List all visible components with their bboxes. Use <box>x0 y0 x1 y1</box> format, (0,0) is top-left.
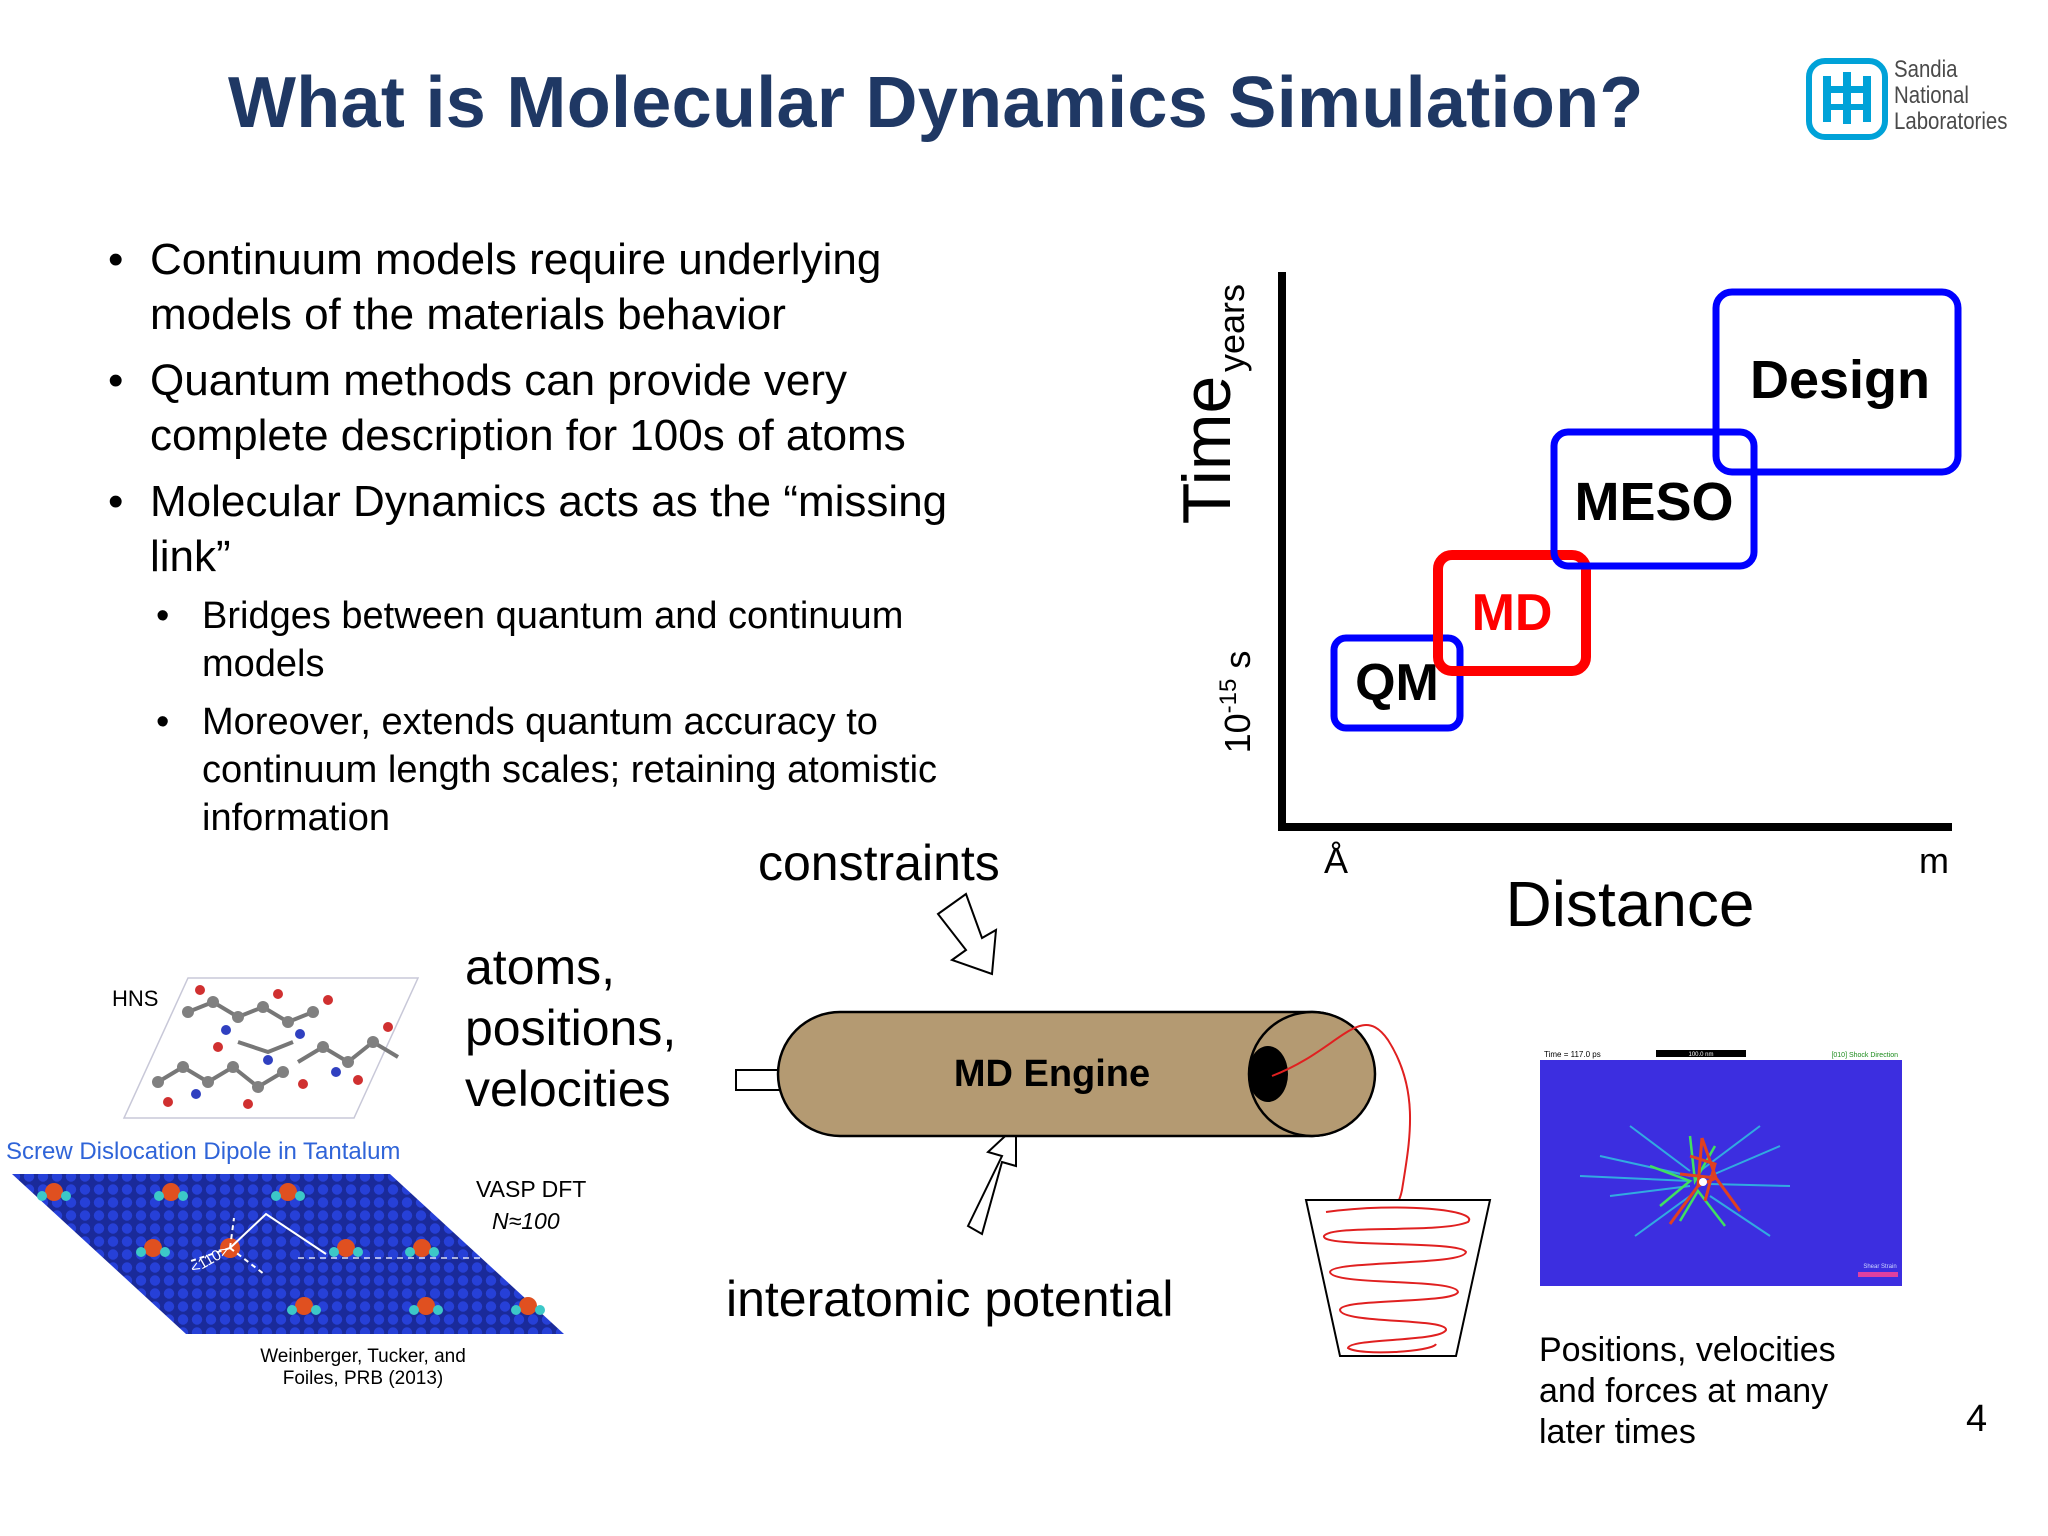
meso-label: MESO <box>1574 472 1733 532</box>
output-caption-line-3: later times <box>1539 1413 1696 1451</box>
sim-time-label: Time = 117.0 ps <box>1544 1050 1601 1059</box>
vasp-label: VASP DFT <box>476 1176 587 1202</box>
bullet-text: Quantum methods can provide very complet… <box>150 356 906 460</box>
y-bottom-unit: s <box>1217 651 1258 679</box>
sim-shock-label: [010] Shock Direction <box>1831 1052 1898 1059</box>
x-axis-label: Distance <box>1506 868 1755 940</box>
sub-bullet-text: Bridges between quantum and continuum mo… <box>202 595 904 685</box>
design-label: Design <box>1750 350 1930 410</box>
constraints-arrow-icon <box>936 892 998 976</box>
constraints-label: constraints <box>758 835 1000 891</box>
x-right-label: m <box>1919 840 1949 881</box>
citation-line-1: Weinberger, Tucker, and <box>260 1346 466 1367</box>
potential-arrow-icon <box>966 1123 1017 1236</box>
inputs-line-3: velocities <box>465 1061 671 1117</box>
bullet-item: Continuum models require underlying mode… <box>106 232 1006 342</box>
sim-strain-label: Shear Strain <box>1863 1264 1896 1270</box>
sub-bullet-item: Moreover, extends quantum accuracy to co… <box>150 698 1006 842</box>
qm-label: QM <box>1355 654 1439 712</box>
bullet-item: Molecular Dynamics acts as the “missing … <box>106 474 1006 842</box>
slide-title: What is Molecular Dynamics Simulation? <box>228 63 1644 143</box>
md-engine-diagram: MD Engine <box>735 892 1492 1357</box>
sub-bullet-item: Bridges between quantum and continuum mo… <box>150 592 1006 688</box>
scale-bar <box>1656 1050 1746 1057</box>
logo-line-3: Laboratories <box>1894 108 2008 135</box>
inputs-line-2: positions, <box>465 1000 677 1056</box>
output-caption: Positions, velocities and forces at many… <box>1539 1330 1879 1453</box>
sandia-logo <box>1806 58 2036 140</box>
y-bottom-label: 10-15 s <box>1215 651 1258 754</box>
tantalum-lattice-image: <110> <box>12 1174 568 1334</box>
citation-line-2: Foiles, PRB (2013) <box>282 1368 444 1389</box>
md-engine-label: MD Engine <box>954 1053 1150 1095</box>
y-top-label: years <box>1211 284 1252 372</box>
page-number: 4 <box>1966 1398 1988 1440</box>
bullet-list: Continuum models require underlying mode… <box>106 232 1006 853</box>
logo-text: Sandia National Laboratories <box>1894 57 2027 135</box>
y-bottom-base: 10 <box>1217 713 1258 753</box>
screw-dislocation-title: Screw Dislocation Dipole in Tantalum <box>6 1138 401 1165</box>
inputs-line-1: atoms, <box>465 939 616 995</box>
sim-scale-label: 100.0 nm <box>1688 1052 1713 1058</box>
thunderbird-logo-icon <box>1806 58 1888 140</box>
dislocation-core-markers <box>37 1183 545 1315</box>
citation: Weinberger, Tucker, and Foiles, PRB (201… <box>258 1346 468 1390</box>
qm-box <box>1330 634 1464 732</box>
shock-simulation-image: Time = 117.0 ps 100.0 nm [010] Shock Dir… <box>1540 1046 1902 1286</box>
scale-diagram: years Time 10-15 s Å m Distance QM MD ME… <box>1169 272 1962 940</box>
n-atoms-label: N≈100 <box>492 1208 560 1234</box>
design-box <box>1712 288 1962 476</box>
logo-line-1: Sandia <box>1894 56 1958 83</box>
cylinder-opening <box>1248 1046 1288 1102</box>
coiled-output-string <box>1322 1206 1471 1354</box>
hns-label: HNS <box>112 986 159 1011</box>
sub-bullet-text: Moreover, extends quantum accuracy to co… <box>202 701 938 839</box>
md-label: MD <box>1472 584 1553 642</box>
y-axis-label: Time <box>1169 376 1245 525</box>
output-caption-line-2: and forces at many <box>1539 1372 1829 1410</box>
strain-colorbar <box>1858 1272 1898 1277</box>
md-box <box>1433 550 1591 676</box>
meso-box <box>1550 428 1758 570</box>
y-bottom-exp: -15 <box>1215 679 1242 714</box>
hns-molecule-image <box>122 977 420 1119</box>
bullet-item: Quantum methods can provide very complet… <box>106 353 1006 463</box>
output-caption-line-1: Positions, velocities <box>1539 1331 1836 1369</box>
bullet-text: Continuum models require underlying mode… <box>150 235 882 339</box>
sub-bullet-list: Bridges between quantum and continuum mo… <box>150 592 1006 842</box>
bullet-text: Molecular Dynamics acts as the “missing … <box>150 477 948 581</box>
potential-label: interatomic potential <box>726 1271 1174 1327</box>
x-left-label: Å <box>1324 840 1348 881</box>
logo-line-2: National <box>1894 82 1969 109</box>
